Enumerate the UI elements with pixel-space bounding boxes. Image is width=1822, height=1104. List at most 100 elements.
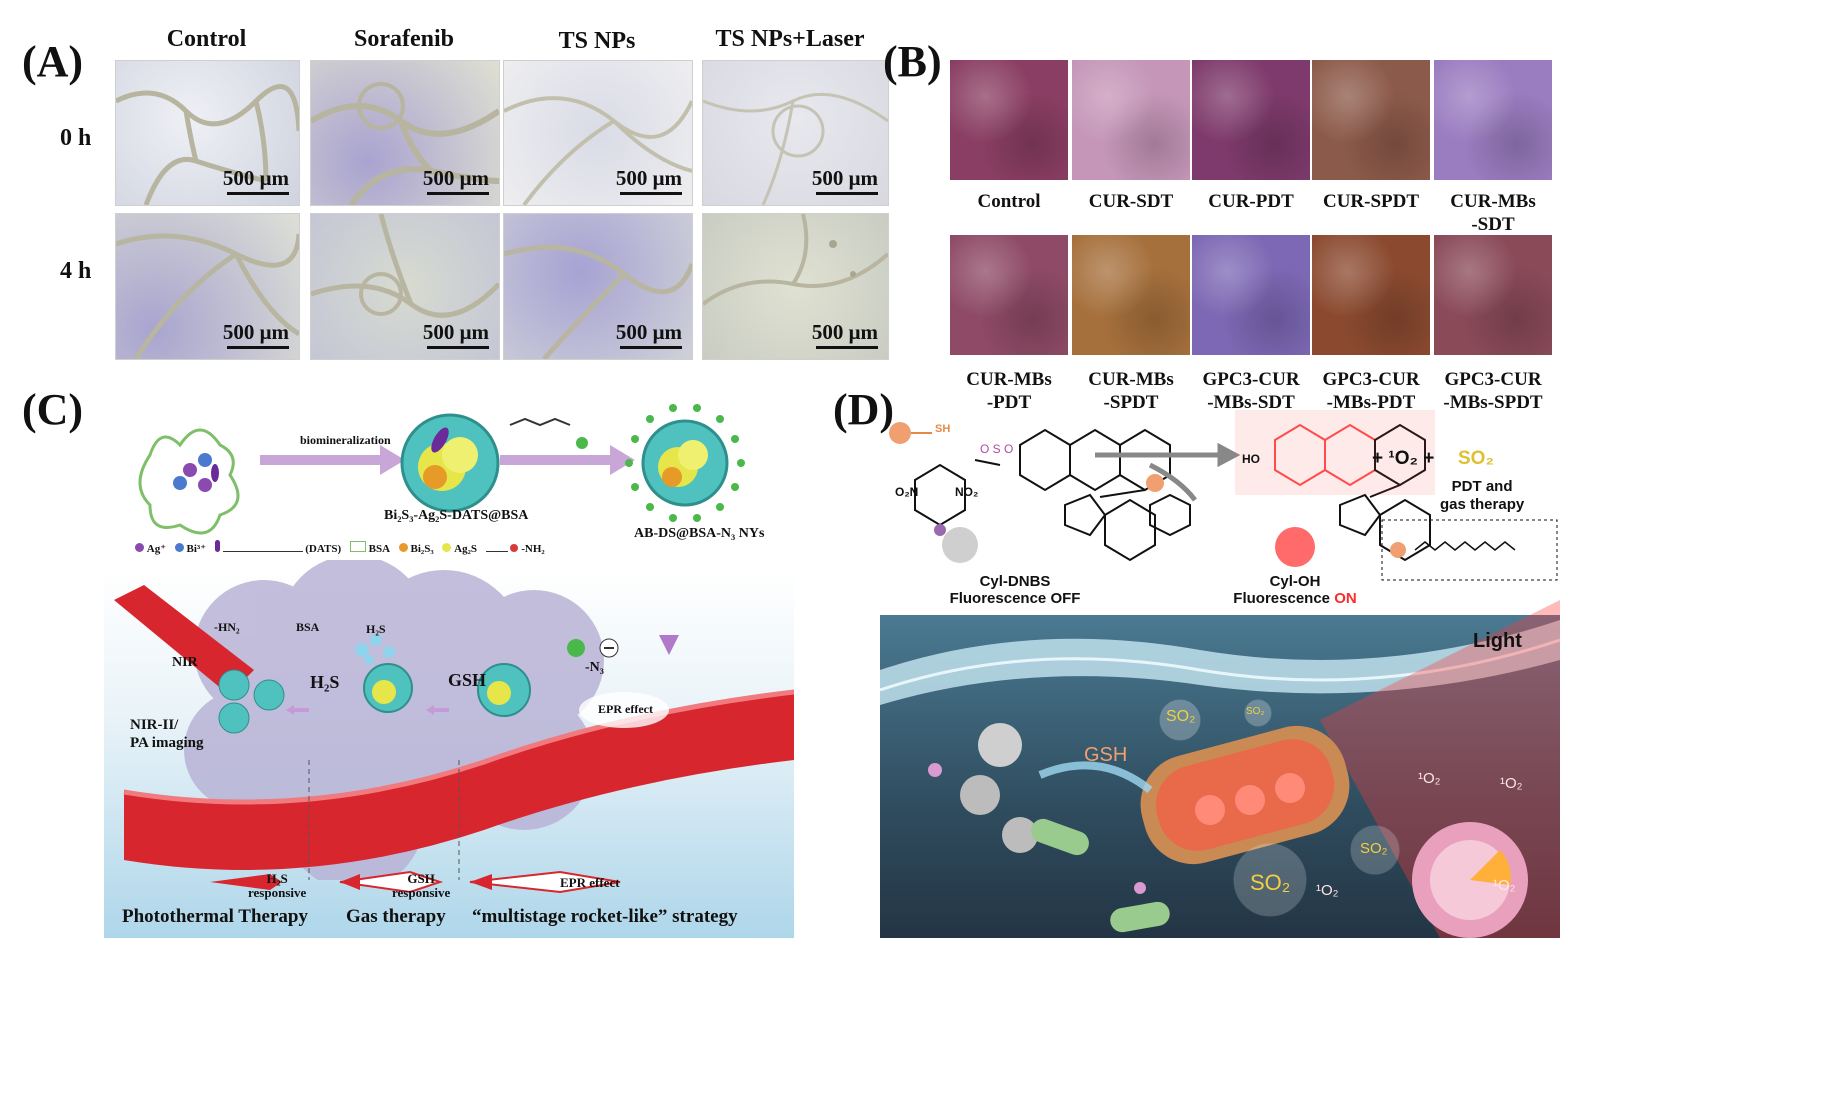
- ligand-dot: [668, 404, 677, 413]
- nanoparticle-imaging-3: [218, 702, 250, 734]
- scale-label: 500 μm: [422, 166, 489, 190]
- rocket-label-h2s-line1: H₂S: [266, 871, 288, 886]
- col-head-ts-nps-laser: TS NPs+Laser: [715, 26, 865, 52]
- scale-bar: [427, 192, 489, 195]
- col-head-sorafenib: Sorafenib: [353, 26, 454, 52]
- histology-row2-tile: [1072, 235, 1190, 355]
- histology-row2-label: CUR-MBs-PDT: [934, 368, 1084, 414]
- rocket-diagram: [210, 870, 621, 894]
- histology-row2-label: GPC3-CUR-MBs-SPDT: [1418, 368, 1568, 414]
- legend-swatch-dats: [214, 540, 220, 552]
- histology-row1-label-line-1: CUR-PDT: [1208, 191, 1294, 212]
- curved-arrow-head: [659, 635, 679, 655]
- sulfonyl-text: O S O: [980, 442, 1013, 456]
- amine-chain-icon: [485, 551, 508, 552]
- histology-row2-label-line-2: -MBs-SDT: [1207, 392, 1295, 413]
- final-nanoparticle-label: AB-DS@BSA-N₃ NYs: [634, 526, 765, 541]
- h2s-bubble-label: H₂S: [366, 622, 386, 636]
- cell-membrane: [880, 620, 1560, 705]
- histology-row2-label-line-2: -PDT: [986, 392, 1032, 413]
- histology-row2-tile: [1192, 235, 1310, 355]
- reaction-scheme: O S O: [889, 410, 1558, 581]
- rocket-stage-gsh: [339, 870, 444, 894]
- legend-swatch-bi: [174, 543, 184, 552]
- product-structure: [1274, 423, 1431, 562]
- so2-product-label: SO₂: [1458, 448, 1494, 469]
- scale-bar: [620, 192, 682, 195]
- nanoparticle-imaging-2: [253, 679, 285, 711]
- arrow-2: [500, 445, 635, 475]
- gsh-arrow: [1038, 761, 1153, 794]
- legend-swatch-ag: [135, 543, 144, 552]
- histology-row2-label-line-2: -MBs-PDT: [1326, 392, 1416, 413]
- histology-row2-tile: [1434, 235, 1552, 355]
- small-mitochondrion-2: [1110, 901, 1170, 933]
- scale-label: 500 μm: [222, 320, 289, 344]
- scale-label: 500 μm: [811, 320, 878, 344]
- histology-row2-label-line-1: GPC3-CUR: [1202, 369, 1300, 390]
- histology-row2-tile: [1312, 235, 1430, 355]
- nanoparticle-intermediate: [400, 413, 500, 513]
- micrograph-ts-nps-4h: 500 μm: [503, 213, 693, 360]
- panel-a-letter: (A): [22, 37, 84, 86]
- epr-ellipse: [579, 692, 669, 728]
- hn2-label: -HN₂: [214, 620, 240, 634]
- linker-chain: [509, 417, 571, 427]
- scale-bar: [227, 346, 289, 349]
- legend-nh2: -NH₂: [521, 543, 545, 555]
- azide-ligand-green: [567, 639, 585, 657]
- histology-row1-label-line-1: CUR-SDT: [1088, 191, 1174, 212]
- scale-bar: [816, 192, 878, 195]
- synthesis-scheme: [138, 413, 729, 535]
- scale-bar: [816, 346, 878, 349]
- rocket-label-h2s-line2: responsive: [248, 885, 307, 900]
- cell-scene: [880, 600, 1560, 938]
- rocket-label-h2s: H₂S responsive: [248, 872, 306, 900]
- nanoparticle-final: [641, 419, 729, 507]
- histology-row2-label: CUR-MBs-SPDT: [1056, 368, 1206, 414]
- panel-c-letter: (C): [22, 385, 84, 434]
- nir-laser-beam: [114, 585, 254, 695]
- histology-row1-label: CUR-SPDT: [1296, 190, 1446, 213]
- arrow-gsh: [426, 705, 449, 715]
- rocket-label-gsh: GSH responsive: [392, 872, 450, 900]
- histology-row2-label-line-1: CUR-MBs: [1088, 369, 1174, 390]
- micrograph-ts-nps-laser-0h: 500 μm: [702, 60, 889, 206]
- probe-sphere-off: [942, 527, 978, 563]
- pdt-line-2: gas therapy: [1440, 496, 1525, 513]
- arrow-1: [260, 445, 405, 475]
- o2n-label: O₂N: [895, 485, 919, 499]
- row-head-4h: 4 h: [60, 258, 92, 284]
- ligand-dot: [646, 415, 655, 424]
- probe-caption: Cyl-DNBS Fluorescence OFF: [920, 573, 1110, 607]
- tube-network: [116, 233, 299, 359]
- imaging-line-1: NIR-II/: [130, 717, 179, 733]
- singlet-oxygen-label-3: ¹O₂: [1316, 882, 1339, 899]
- caption-rocket-strategy: “multistage rocket-like” strategy: [472, 906, 738, 927]
- histology-row2-label-line-2: -SPDT: [1103, 392, 1159, 413]
- probe-sphere-3: [1002, 817, 1038, 853]
- legend: Ag⁺ Bi³⁺ (DATS) BSA Bi₂S₃ Ag₂S -NH₂: [135, 540, 635, 560]
- ligand-dot: [737, 459, 745, 467]
- histology-row1-tile: [1312, 60, 1430, 180]
- histology-row1-tile: [1072, 60, 1190, 180]
- so2-scene-label-4: SO₂: [1360, 840, 1388, 857]
- legend-swatch-ag2s: [442, 543, 452, 552]
- bsa-linker-label: BSA: [296, 620, 320, 634]
- scale-bar: [427, 346, 489, 349]
- so2-scene-label-1: SO₂: [1166, 708, 1196, 725]
- epr-label: EPR effect: [598, 702, 653, 716]
- arrow-h2s: [286, 705, 309, 715]
- scale-bar: [227, 192, 289, 195]
- so2-scene-label-3: SO₂: [1250, 870, 1291, 895]
- tube-network: [703, 92, 888, 205]
- histology-row1-label-line-1: CUR-MBs: [1450, 191, 1536, 212]
- histology-row2-label: GPC3-CUR-MBs-PDT: [1296, 368, 1446, 414]
- legend-ag: Ag⁺: [146, 543, 166, 555]
- tube-network: [311, 214, 499, 318]
- small-mitochondrion-1: [1031, 818, 1089, 856]
- azide-label: -N₃: [585, 660, 604, 675]
- rocket-label-gsh-line1: GSH: [407, 871, 435, 886]
- reaction-arrow: [1095, 442, 1241, 502]
- pdt-gas-label: PDT and gas therapy: [1440, 478, 1524, 514]
